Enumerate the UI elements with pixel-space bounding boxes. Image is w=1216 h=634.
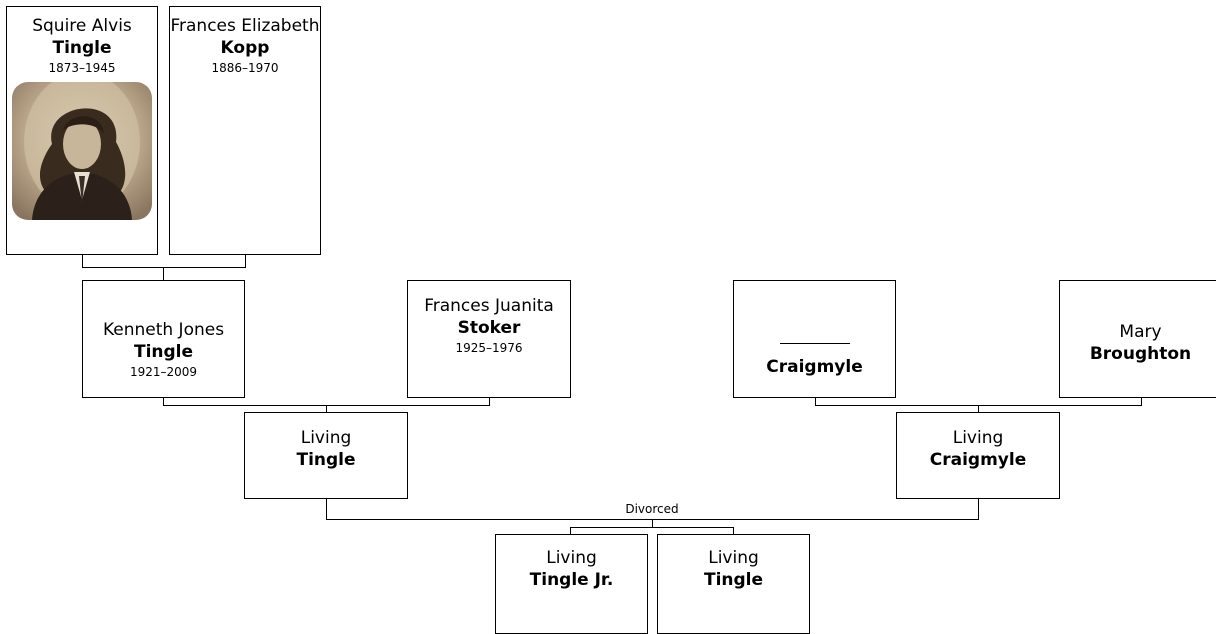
connector-line: [652, 519, 653, 527]
connector-line: [815, 398, 816, 405]
connector-line: [326, 499, 327, 519]
divorced-label: Divorced: [625, 502, 679, 516]
connector-line: [733, 527, 734, 535]
person-card-living-craigmyle-parent[interactable]: Living Craigmyle: [896, 412, 1060, 499]
surname: Craigmyle: [929, 450, 1027, 470]
surname: Tingle: [703, 570, 764, 590]
person-card-living-tingle-parent[interactable]: Living Tingle: [244, 412, 408, 499]
person-card-craigmyle-father[interactable]: Craigmyle: [733, 280, 896, 398]
given-name: Frances Juanita: [424, 296, 554, 316]
given-name: Mary: [1119, 322, 1162, 342]
given-name: Squire Alvis: [32, 16, 132, 36]
given-name: Living: [546, 548, 597, 568]
connector-line: [163, 398, 164, 405]
connector-line: [82, 255, 83, 267]
given-name: Frances Elizabeth: [170, 16, 320, 36]
surname: Kopp: [220, 38, 270, 58]
given-name: Living: [708, 548, 759, 568]
connector-line: [978, 405, 979, 413]
person-card-frances-juanita-stoker[interactable]: Frances Juanita Stoker 1925–1976: [407, 280, 571, 398]
life-years: 1873–1945: [48, 61, 116, 75]
unknown-given-name-line: [779, 343, 850, 344]
person-card-frances-elizabeth-kopp[interactable]: Frances Elizabeth Kopp 1886–1970: [169, 6, 321, 255]
person-card-squire-alvis-tingle[interactable]: Squire Alvis Tingle 1873–1945: [6, 6, 158, 255]
surname: Tingle: [296, 450, 356, 470]
children-connector: [570, 527, 734, 528]
surname: Craigmyle: [766, 357, 863, 377]
connector-line: [163, 267, 164, 281]
person-card-kenneth-jones-tingle[interactable]: Kenneth Jones Tingle 1921–2009: [82, 280, 245, 398]
person-card-mary-broughton[interactable]: Mary Broughton: [1059, 280, 1216, 398]
person-card-living-tingle-child[interactable]: Living Tingle: [657, 534, 810, 634]
surname: Tingle: [133, 342, 194, 362]
given-name: Kenneth Jones: [102, 320, 225, 340]
connector-line: [978, 499, 979, 519]
life-years: 1886–1970: [211, 61, 279, 75]
couple-connector: [82, 267, 246, 268]
surname: Broughton: [1089, 344, 1192, 364]
surname: Tingle: [52, 38, 112, 58]
connector-line: [570, 527, 571, 535]
connector-line: [245, 255, 246, 267]
given-name: Living: [952, 428, 1004, 448]
given-name: Living: [300, 428, 352, 448]
life-years: 1921–2009: [129, 365, 198, 379]
life-years: 1925–1976: [455, 341, 523, 355]
portrait-photo: [12, 82, 152, 220]
surname: Tingle Jr.: [529, 570, 614, 590]
connector-line: [1141, 398, 1142, 405]
connector-line: [489, 398, 490, 405]
surname: Stoker: [457, 318, 521, 338]
connector-line: [326, 405, 327, 413]
person-card-living-tingle-jr[interactable]: Living Tingle Jr.: [495, 534, 648, 634]
